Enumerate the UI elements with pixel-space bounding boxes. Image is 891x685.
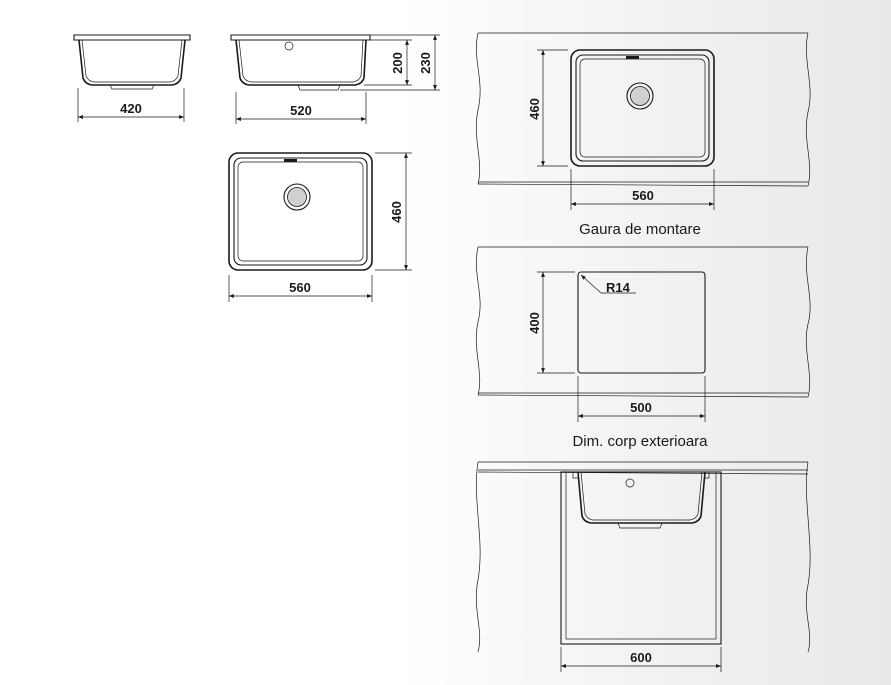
cabinet-caption: Dim. corp exterioara bbox=[572, 433, 708, 450]
side-width-label: 520 bbox=[290, 103, 312, 118]
cabinet-view: 600 bbox=[475, 461, 811, 672]
cutout-width-label: 500 bbox=[630, 400, 652, 415]
top-width-label: 560 bbox=[289, 280, 311, 295]
cutout-view: R14 400 500 bbox=[475, 246, 811, 422]
front-section-view: 420 bbox=[73, 34, 191, 122]
top-depth-label: 460 bbox=[389, 201, 404, 223]
countertop-depth-label: 460 bbox=[527, 98, 542, 120]
cutout-depth-label: 400 bbox=[527, 312, 542, 334]
countertop-view: 460 560 bbox=[475, 32, 811, 210]
cutout-radius-label: R14 bbox=[606, 280, 631, 295]
cutout-caption: Gaura de montare bbox=[579, 221, 701, 238]
side-section-view: 520 200 230 bbox=[230, 34, 440, 124]
front-width-label: 420 bbox=[120, 101, 142, 116]
cabinet-width-label: 600 bbox=[630, 650, 652, 665]
countertop-width-label: 560 bbox=[632, 188, 654, 203]
top-view: 560 460 bbox=[228, 152, 412, 302]
side-depth-200-label: 200 bbox=[390, 52, 405, 74]
side-depth-230-label: 230 bbox=[418, 52, 433, 74]
